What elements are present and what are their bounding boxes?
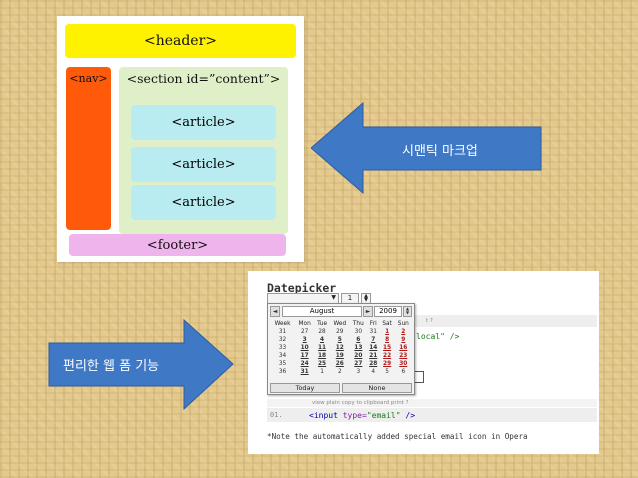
code-toolbar-top: t ? <box>426 318 433 324</box>
code-toolbar: view plain copy to clipboard print ? <box>312 400 409 406</box>
week-number: 31 <box>278 329 287 335</box>
code-line-bottom: <input type="email" /> <box>309 411 415 420</box>
code-toolbar-bar <box>267 399 597 407</box>
semantic-markup-label: 시맨틱 마크업 <box>402 144 478 159</box>
year-field[interactable]: 2009 <box>374 306 402 317</box>
next-month-button[interactable]: ► <box>363 306 373 317</box>
col-header-sat: Sat <box>382 321 392 327</box>
calendar-day[interactable]: 18 <box>318 353 327 359</box>
code-attr: type= <box>342 411 367 420</box>
calendar-day[interactable]: 22 <box>383 353 392 359</box>
calendar-day[interactable]: 15 <box>383 345 392 351</box>
calendar-day[interactable]: 1 <box>385 329 390 335</box>
calendar-day[interactable]: 3 <box>302 337 307 343</box>
col-header-sun: Sun <box>397 321 409 327</box>
col-header-fri: Fri <box>369 321 377 327</box>
calendar-day[interactable]: 5 <box>385 369 389 375</box>
calendar-day[interactable]: 26 <box>335 361 344 367</box>
code-tag-close: /> <box>405 411 416 420</box>
datepicker-title: Datepicker <box>267 281 337 295</box>
calendar-day[interactable]: 12 <box>335 345 344 351</box>
calendar-day[interactable]: 27 <box>354 361 363 367</box>
calendar-day[interactable]: 6 <box>356 337 361 343</box>
today-button[interactable]: Today <box>270 383 340 393</box>
article-block: <article> <box>131 105 276 140</box>
header-block: <header> <box>65 24 296 58</box>
none-button[interactable]: None <box>342 383 412 393</box>
calendar-day[interactable]: 17 <box>300 353 309 359</box>
prev-month-button[interactable]: ◄ <box>270 306 280 317</box>
week-number: 33 <box>278 345 287 351</box>
calendar-day[interactable]: 1 <box>320 369 324 375</box>
calendar-day[interactable]: 16 <box>399 345 408 351</box>
code-value: "email" <box>366 411 401 420</box>
calendar-day[interactable]: 14 <box>369 345 378 351</box>
month-select[interactable]: August <box>282 306 362 317</box>
calendar-day[interactable]: 25 <box>318 361 327 367</box>
nav-block: <nav> <box>66 67 111 230</box>
calendar-week-row: 31 27 28 29 30 31 1 2 <box>270 328 412 336</box>
calendar-nav: ◄ August ► 2009 ▲▼ <box>270 306 412 317</box>
footer-block: <footer> <box>69 234 286 256</box>
calendar-day[interactable]: 28 <box>369 361 378 367</box>
col-header-mon: Mon <box>298 321 311 327</box>
calendar-day[interactable]: 9 <box>401 337 406 343</box>
calendar-day[interactable]: 3 <box>356 369 361 375</box>
article-block: <article> <box>131 147 276 182</box>
opera-note: *Note the automatically added special em… <box>267 432 528 441</box>
calendar-day[interactable]: 29 <box>336 329 344 335</box>
calendar-day[interactable]: 31 <box>369 329 377 335</box>
calendar-week-row: 35 24 25 26 27 28 29 30 <box>270 360 412 368</box>
col-header-thu: Thu <box>352 321 364 327</box>
calendar-day[interactable]: 8 <box>385 337 390 343</box>
left-arrow-icon <box>311 101 542 195</box>
code-line-top: local" /> <box>416 332 460 341</box>
calendar-day[interactable]: 13 <box>354 345 363 351</box>
calendar-day[interactable]: 23 <box>399 353 408 359</box>
calendar-day[interactable]: 5 <box>337 337 342 343</box>
calendar-day[interactable]: 6 <box>401 369 406 375</box>
calendar-day[interactable]: 2 <box>401 329 406 335</box>
week-number: 32 <box>278 337 287 343</box>
code-bar-bottom <box>267 408 597 422</box>
calendar-day[interactable]: 10 <box>300 345 309 351</box>
calendar-day[interactable]: 30 <box>354 329 363 335</box>
week-number: 36 <box>278 369 287 375</box>
calendar-day[interactable]: 30 <box>399 361 408 367</box>
calendar-day[interactable]: 4 <box>320 337 325 343</box>
col-header-week: Week <box>274 321 291 327</box>
line-number: 01. <box>270 411 283 419</box>
right-arrow-icon <box>48 318 234 411</box>
calendar-day[interactable]: 29 <box>383 361 392 367</box>
col-header-tue: Tue <box>317 321 328 327</box>
calendar-week-row: 34 17 18 19 20 21 22 23 <box>270 352 412 360</box>
code-tag-open: <input <box>309 411 338 420</box>
calendar-day[interactable]: 7 <box>371 337 376 343</box>
semantic-markup-diagram: <header> <nav> <section id=”content”> <a… <box>57 16 304 262</box>
calendar-day[interactable]: 27 <box>300 329 309 335</box>
calendar-day[interactable]: 24 <box>300 361 309 367</box>
week-number: 34 <box>278 353 287 359</box>
web-form-label: 편리한 웹 폼 기능 <box>63 359 160 374</box>
week-number: 35 <box>278 361 287 367</box>
calendar-day[interactable]: 11 <box>318 345 327 351</box>
calendar-day[interactable]: 28 <box>318 329 326 335</box>
year-stepper[interactable]: ▲▼ <box>403 306 412 317</box>
col-header-wed: Wed <box>333 321 347 327</box>
datepicker-screenshot: Datepicker ▼ 1 ▲▼ t ? local" /> ◄ August… <box>248 271 599 454</box>
calendar-week-row: 32 3 4 5 6 7 8 9 <box>270 336 412 344</box>
calendar-day[interactable]: 19 <box>335 353 344 359</box>
calendar-day[interactable]: 4 <box>371 369 376 375</box>
calendar-day[interactable]: 31 <box>300 369 309 375</box>
calendar-week-row: 36 31 1 2 3 4 5 6 <box>270 368 412 376</box>
chevron-down-icon: ▼ <box>331 294 336 301</box>
article-block: <article> <box>131 185 276 220</box>
calendar-footer: Today None <box>270 383 412 393</box>
calendar-week-row: 33 10 11 12 13 14 15 16 <box>270 344 412 352</box>
calendar-day[interactable]: 2 <box>337 369 342 375</box>
calendar-popup: ◄ August ► 2009 ▲▼ Week Mon Tue Wed Thu … <box>267 303 415 395</box>
calendar-day[interactable]: 21 <box>369 353 378 359</box>
calendar-day[interactable]: 20 <box>354 353 363 359</box>
